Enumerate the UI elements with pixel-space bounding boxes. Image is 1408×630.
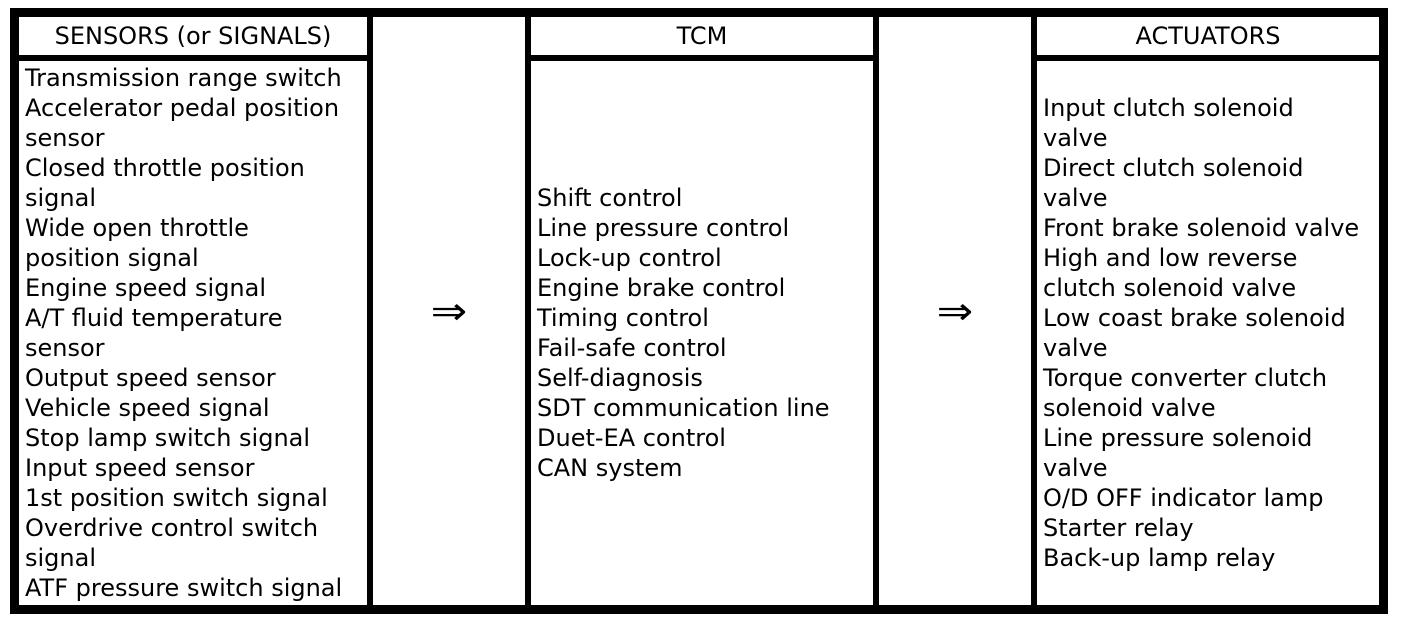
diagram-item: High and low reverse clutch solenoid val… <box>1043 244 1298 302</box>
diagram-item: Low coast brake solenoid valve <box>1043 304 1346 362</box>
diagram-item: Vehicle speed signal <box>25 394 270 422</box>
diagram-item: Line pressure control <box>537 214 790 242</box>
diagram-item: O/D OFF indicator lamp <box>1043 484 1324 512</box>
diagram-item: ATF pressure switch signal <box>25 574 343 602</box>
right-double-arrow-icon: ⇒ <box>936 289 974 333</box>
diagram-item: Self-diagnosis <box>537 364 703 392</box>
diagram-item: Front brake solenoid valve <box>1043 214 1360 242</box>
diagram-item: Direct clutch solenoid valve <box>1043 154 1304 212</box>
tcm-to-actuators-gap: ⇒ <box>879 11 1031 611</box>
tcm-column-header: TCM <box>531 17 873 61</box>
diagram-item: 1st position switch signal <box>25 484 328 512</box>
diagram-item: Output speed sensor <box>25 364 276 392</box>
diagram-item: Overdrive control switch signal <box>25 514 319 572</box>
diagram-item: Starter relay <box>1043 514 1194 542</box>
right-double-arrow-icon: ⇒ <box>430 289 468 333</box>
actuators-column-header: ACTUATORS <box>1037 17 1379 61</box>
diagram-item: Duet-EA control <box>537 424 726 452</box>
diagram-item: A/T fluid temperature sensor <box>25 304 283 362</box>
sensors-column-header: SENSORS (or SIGNALS) <box>19 17 367 61</box>
diagram-item: Torque converter clutch solenoid valve <box>1043 364 1328 422</box>
diagram-item: Fail-safe control <box>537 334 727 362</box>
diagram-item: Input speed sensor <box>25 454 255 482</box>
diagram-item: Accelerator pedal position sensor <box>25 94 340 152</box>
diagram-item: Stop lamp switch signal <box>25 424 311 452</box>
diagram-item: CAN system <box>537 454 683 482</box>
diagram-item: Closed throttle position signal <box>25 154 305 212</box>
diagram-item: Timing control <box>537 304 709 332</box>
diagram-item: Back-up lamp relay <box>1043 544 1276 572</box>
diagram-item: Engine speed signal <box>25 274 267 302</box>
sensors-to-tcm-gap: ⇒ <box>373 11 525 611</box>
diagram-item: Line pressure solenoid valve <box>1043 424 1313 482</box>
diagram-item: SDT communication line <box>537 394 830 422</box>
diagram-item: Lock-up control <box>537 244 722 272</box>
diagram-item: Engine brake control <box>537 274 786 302</box>
diagram-item: Shift control <box>537 184 683 212</box>
diagram-item: Wide open throttle position signal <box>25 214 249 272</box>
sensors-column: SENSORS (or SIGNALS) Transmission range … <box>13 11 373 611</box>
tcm-io-diagram: SENSORS (or SIGNALS) Transmission range … <box>10 8 1388 614</box>
diagram-item: Input clutch solenoid valve <box>1043 94 1294 152</box>
diagram-item: Transmission range switch <box>25 64 342 92</box>
